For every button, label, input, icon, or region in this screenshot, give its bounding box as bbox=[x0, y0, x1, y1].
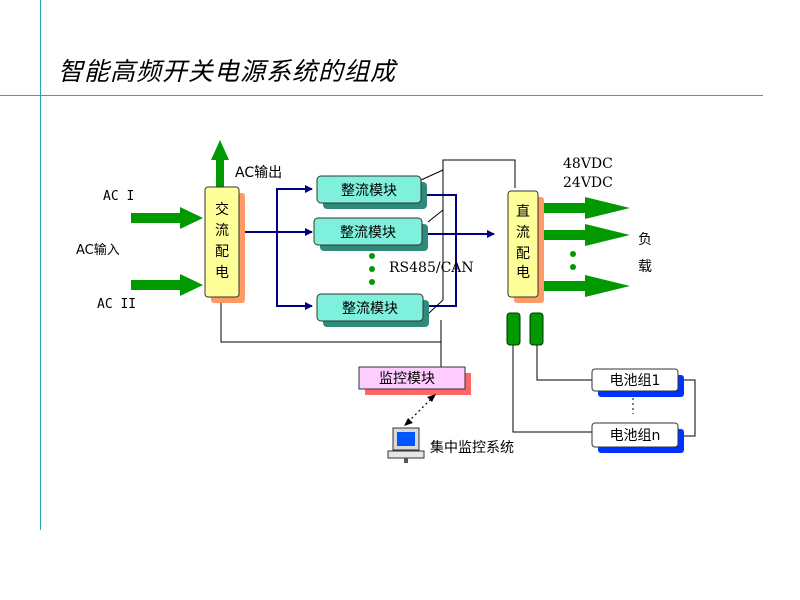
battery-group-n: 电池组n bbox=[591, 422, 684, 453]
rectifier-module-1: 整流模块 bbox=[316, 175, 427, 209]
dc-distributor-char-1: 直 bbox=[516, 203, 530, 220]
ac-input-label: AC输入 bbox=[76, 242, 120, 258]
frame-vertical-line bbox=[40, 0, 41, 530]
rectifier-module-3: 整流模块 bbox=[316, 293, 429, 327]
ac-input-2-arrow bbox=[131, 274, 203, 296]
ac-output-label: AC输出 bbox=[235, 165, 282, 181]
dc-distributor-char-3: 配 bbox=[516, 246, 530, 262]
comm-lines bbox=[220, 159, 696, 437]
ac-input-1-arrow bbox=[131, 207, 203, 229]
module-ellipsis-dots bbox=[369, 253, 375, 285]
computer-icon bbox=[387, 427, 425, 463]
rectifier-module-1-label: 整流模块 bbox=[341, 183, 397, 199]
rectifier-module-3-label: 整流模块 bbox=[342, 301, 398, 317]
ac-distributor-char-4: 电 bbox=[215, 265, 229, 281]
ac2-label: AC II bbox=[97, 297, 136, 312]
load-char-2: 载 bbox=[638, 259, 652, 275]
ac1-label: AC I bbox=[103, 189, 134, 204]
battery-connector-2 bbox=[529, 312, 544, 346]
ac-distributor: 交 流 配 电 bbox=[204, 186, 245, 303]
wire-ac-to-module-3 bbox=[276, 232, 313, 310]
monitor-link-head-up bbox=[427, 394, 436, 402]
monitor-link bbox=[407, 397, 433, 423]
dc-output-arrow-3 bbox=[544, 275, 630, 297]
frame-horizontal-line bbox=[0, 95, 763, 96]
voltage-48-label: 48VDC bbox=[563, 156, 613, 172]
wire-dc-bus bbox=[421, 194, 457, 307]
output-ellipsis-dots bbox=[570, 251, 576, 270]
voltage-24-label: 24VDC bbox=[563, 175, 613, 191]
battery-group-1-label: 电池组1 bbox=[610, 373, 661, 389]
central-monitor-label: 集中监控系统 bbox=[430, 439, 514, 456]
rectifier-module-2-label: 整流模块 bbox=[340, 225, 396, 241]
ac-distributor-char-2: 流 bbox=[215, 223, 229, 239]
bus-label: RS485/CAN bbox=[389, 260, 474, 276]
monitor-module-label: 监控模块 bbox=[379, 371, 435, 387]
dc-distributor: 直 流 配 电 bbox=[507, 190, 544, 303]
wire-ac-to-module-1 bbox=[276, 185, 313, 232]
ac-output-arrow bbox=[211, 140, 229, 188]
wiring bbox=[244, 185, 495, 310]
rectifier-module-2: 整流模块 bbox=[313, 217, 428, 251]
battery-group-1: 电池组1 bbox=[591, 368, 684, 397]
dc-output-arrow-2 bbox=[544, 224, 630, 246]
dc-output-arrow-1 bbox=[544, 197, 630, 219]
page-title: 智能高频开关电源系统的组成 bbox=[58, 57, 397, 86]
dc-distributor-char-4: 电 bbox=[516, 265, 530, 281]
monitor-link-head-down bbox=[404, 418, 413, 426]
battery-connector-1 bbox=[506, 312, 521, 346]
ac-distributor-char-1: 交 bbox=[215, 201, 229, 218]
load-char-1: 负 bbox=[638, 232, 652, 248]
monitor-module: 监控模块 bbox=[358, 366, 471, 395]
dc-distributor-char-2: 流 bbox=[516, 225, 530, 241]
battery-group-n-label: 电池组n bbox=[610, 428, 661, 444]
ac-distributor-char-3: 配 bbox=[215, 244, 229, 260]
